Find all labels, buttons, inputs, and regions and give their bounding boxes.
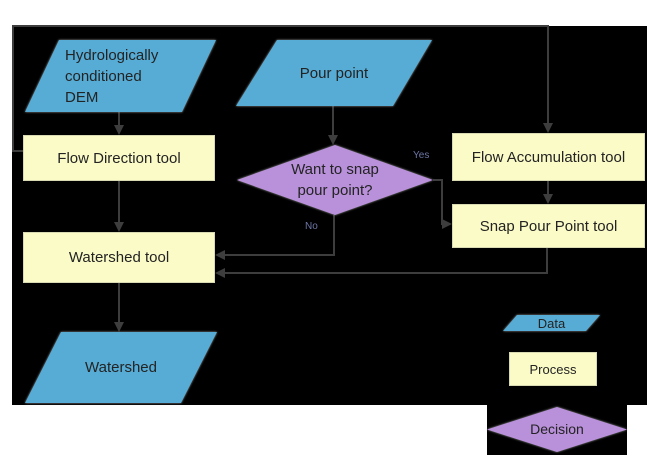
legend-process: Process: [509, 352, 597, 386]
connector-flow-direction-to-flow-accumulation-top: [12, 25, 549, 27]
node-pour-point: Pour point: [236, 40, 432, 106]
arrowhead-pour-point-to-decision: [328, 135, 338, 145]
arrowhead-flow-accumulation-to-snap: [543, 194, 553, 204]
node-snap-pour-point: Snap Pour Point tool: [452, 204, 645, 248]
legend-decision-label: Decision: [530, 421, 584, 437]
arrowhead-watershed-tool-to-watershed: [114, 322, 124, 332]
connector-flow-direction-to-flow-accumulation-left: [12, 26, 14, 152]
edge-label-yes: Yes: [413, 150, 430, 161]
connector-decision-yes-h: [433, 179, 443, 181]
connector-flow-direction-to-watershed-tool: [118, 181, 120, 223]
node-flow-accumulation: Flow Accumulation tool: [452, 133, 645, 181]
legend-process-label: Process: [529, 361, 577, 377]
legend-data: Data: [503, 315, 600, 331]
legend-data-label: Data: [537, 315, 566, 331]
arrowhead-snap-into-watershed-tool: [215, 268, 225, 278]
connector-decision-no-h: [225, 254, 335, 256]
node-snap-pour-point-label: Snap Pour Point tool: [479, 217, 618, 235]
node-pour-point-label: Pour point: [299, 64, 369, 82]
connector-decision-yes-v: [441, 179, 443, 225]
arrowhead-into-flow-accumulation: [543, 123, 553, 133]
node-watershed-label: Watershed: [85, 359, 157, 376]
connector-pour-point-to-decision: [332, 106, 334, 136]
connector-decision-no-v: [333, 215, 335, 256]
node-watershed-tool: Watershed tool: [23, 232, 215, 283]
connector-flow-accumulation-to-snap: [547, 181, 549, 195]
connector-snap-to-watershed-tool-v: [546, 248, 548, 274]
node-dem-label: Hydrologically conditioned DEM: [65, 46, 159, 106]
connector-dem-to-flow-direction: [118, 112, 120, 127]
connector-flow-direction-to-flow-accumulation-stub: [13, 150, 23, 152]
node-decision-label: Want to snap pour point?: [291, 161, 379, 199]
node-dem: Hydrologically conditioned DEM: [25, 40, 216, 112]
node-decision: Want to snap pour point?: [237, 145, 433, 215]
arrowhead-flow-direction-to-watershed-tool: [114, 222, 124, 232]
node-watershed-tool-label: Watershed tool: [68, 249, 170, 266]
edge-label-no: No: [305, 221, 318, 232]
arrowhead-dem-to-flow-direction: [114, 125, 124, 135]
connector-flow-direction-to-flow-accumulation-drop: [547, 25, 549, 123]
connector-watershed-tool-to-watershed: [118, 283, 120, 323]
connector-snap-to-watershed-tool-h: [225, 272, 548, 274]
legend-decision: Decision: [487, 407, 627, 452]
arrowhead-yes-into-snap: [442, 219, 452, 229]
node-watershed: Watershed: [25, 332, 217, 403]
arrowhead-no-into-watershed-tool: [215, 250, 225, 260]
node-flow-direction-label: Flow Direction tool: [57, 149, 181, 167]
node-flow-direction: Flow Direction tool: [23, 135, 215, 181]
node-flow-accumulation-label: Flow Accumulation tool: [471, 148, 626, 166]
